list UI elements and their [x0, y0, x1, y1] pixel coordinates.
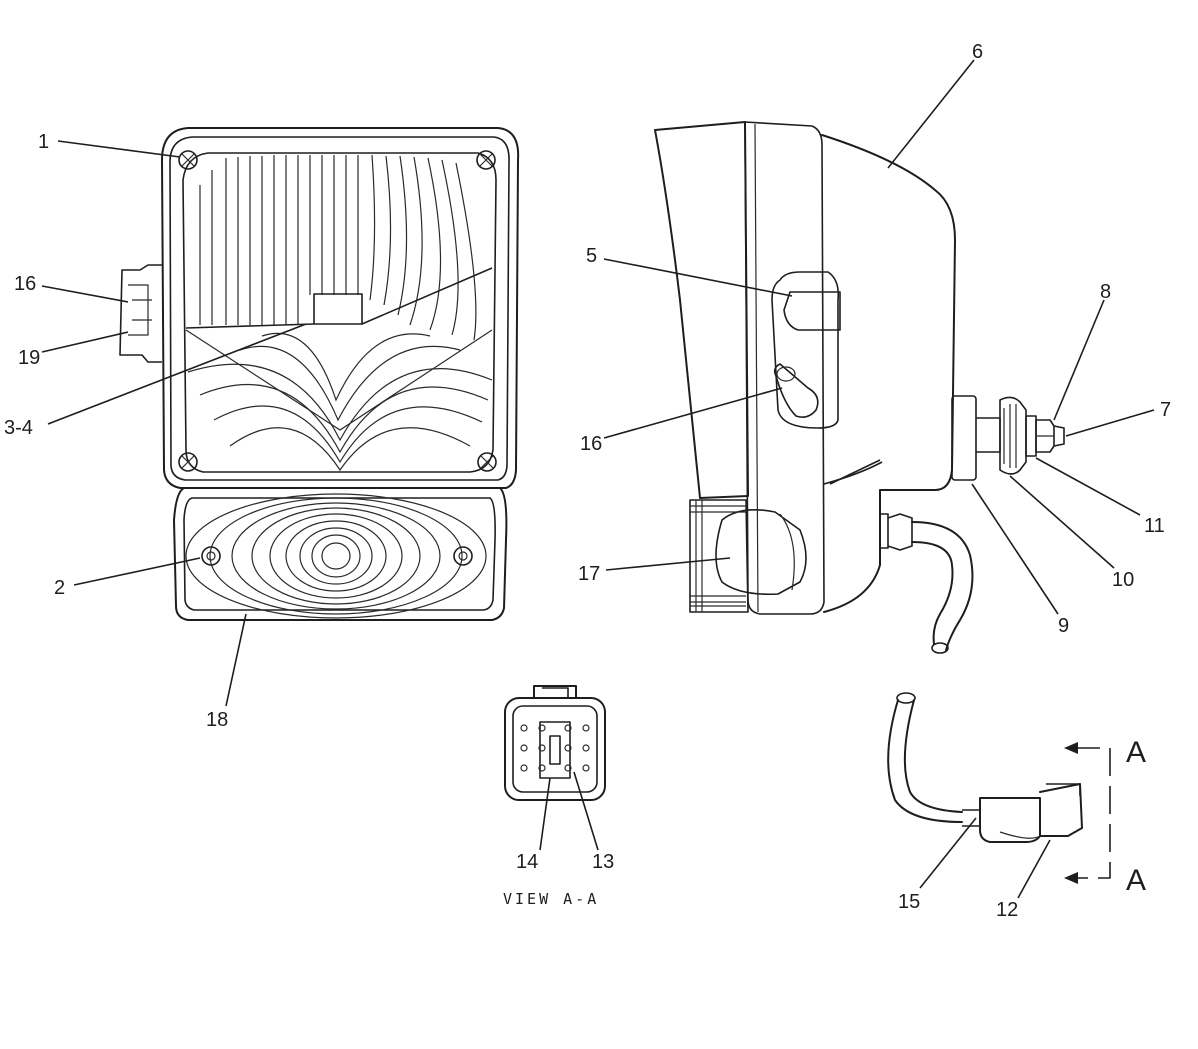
- callout-3-4: 3-4: [4, 417, 33, 439]
- callout-19: 19: [18, 347, 40, 369]
- leader-lines: [41, 59, 1155, 899]
- callout-15: 15: [898, 891, 920, 913]
- callout-1: 1: [38, 131, 49, 153]
- callout-14: 14: [516, 851, 538, 873]
- mounting-screws: [178, 150, 497, 472]
- turn-signal-rings: [185, 493, 487, 619]
- callout-10: 10: [1112, 569, 1134, 591]
- front-view-headlamp: [119, 127, 520, 621]
- section-mark-bottom: A: [1126, 864, 1146, 897]
- callout-11: 11: [1144, 515, 1165, 537]
- callout-5: 5: [586, 245, 597, 267]
- callout-16-front: 16: [14, 273, 36, 295]
- clip-ridges: [690, 500, 746, 612]
- callout-16-side: 16: [580, 433, 602, 455]
- callout-labels: 1 16 19 3-4 2 18 6 5 16 17 8 7 11 10 9 1…: [4, 41, 1171, 921]
- callout-12: 12: [996, 899, 1018, 921]
- callout-7: 7: [1160, 399, 1171, 421]
- harness-connector: [887, 692, 1111, 884]
- lens-ribs: [199, 154, 477, 341]
- connector-view-a-a: [504, 685, 606, 801]
- callout-8: 8: [1100, 281, 1111, 303]
- callout-18: 18: [206, 709, 228, 731]
- callout-9: 9: [1058, 615, 1069, 637]
- callout-13: 13: [592, 851, 614, 873]
- callout-17: 17: [578, 563, 600, 585]
- callout-6: 6: [972, 41, 983, 63]
- lens-chevrons: [185, 329, 493, 472]
- view-caption: VIEW A-A: [503, 890, 599, 908]
- section-mark-top: A: [1126, 736, 1146, 769]
- callout-2: 2: [54, 577, 65, 599]
- side-view-headlamp: [654, 121, 1065, 654]
